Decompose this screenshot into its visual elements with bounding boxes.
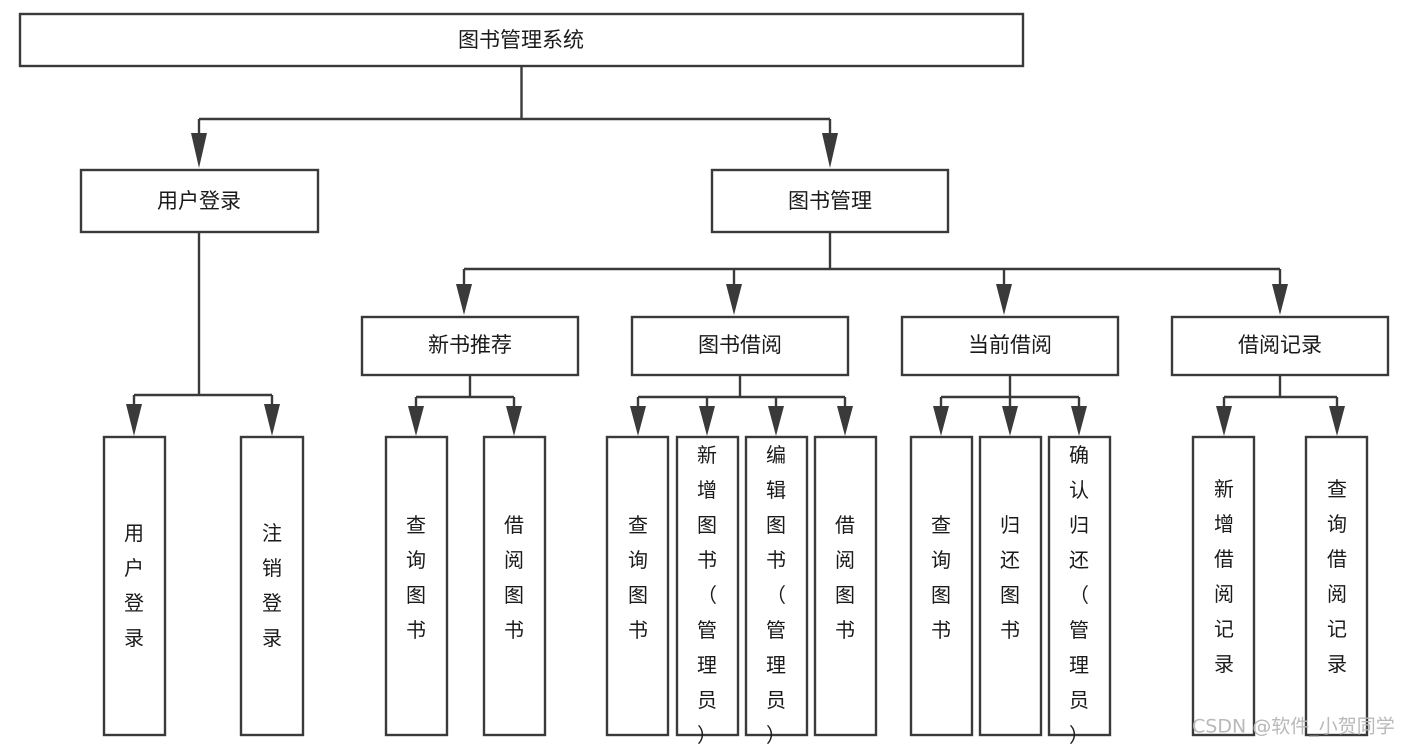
node-root-box[interactable] — [18, 12, 1025, 68]
node-book-manage[interactable]: 图书管理 — [710, 168, 950, 234]
arrowhead-leaf-confirm-return — [1071, 406, 1087, 436]
node-leaf-query-book-2-box[interactable] — [605, 435, 670, 737]
node-leaf-query-book-2-label: 查询图书 — [628, 513, 648, 642]
node-leaf-return-book-box[interactable] — [978, 435, 1043, 737]
node-user-login-box[interactable] — [79, 168, 320, 234]
arrowhead-leaf-query-book-2 — [630, 406, 646, 436]
arrowhead-book-borrow — [726, 284, 742, 315]
node-current-borrow-label: 当前借阅 — [968, 333, 1052, 357]
node-leaf-user-login[interactable]: 用户登录 — [102, 435, 167, 737]
node-leaf-query-book-1-box[interactable] — [384, 435, 449, 737]
connector-layer — [126, 66, 1345, 436]
node-leaf-query-book-1[interactable]: 查询图书 — [384, 435, 449, 737]
node-leaf-user-logout[interactable]: 注销登录 — [239, 435, 305, 737]
node-leaf-add-book-box[interactable] — [675, 435, 740, 737]
arrowhead-new-book-recommend — [456, 284, 472, 315]
node-book-manage-box[interactable] — [710, 168, 950, 234]
node-root[interactable]: 图书管理系统 — [18, 12, 1025, 68]
node-leaf-borrow-book-1[interactable]: 借阅图书 — [482, 435, 547, 737]
arrowhead-borrow-record — [1272, 284, 1288, 315]
arrowhead-leaf-user-login — [126, 404, 142, 436]
node-leaf-query-book-3[interactable]: 查询图书 — [909, 435, 974, 737]
node-leaf-add-record-box[interactable] — [1191, 435, 1256, 737]
node-leaf-borrow-book-1-label: 借阅图书 — [504, 513, 524, 642]
node-leaf-return-book[interactable]: 归还图书 — [978, 435, 1043, 737]
node-book-borrow-box[interactable] — [630, 315, 850, 377]
arrowhead-leaf-add-book — [699, 406, 715, 436]
node-leaf-query-record-box[interactable] — [1304, 435, 1369, 737]
node-user-login-label: 用户登录 — [157, 189, 241, 213]
node-leaf-query-book-2[interactable]: 查询图书 — [605, 435, 670, 737]
arrowhead-leaf-query-record — [1329, 406, 1345, 436]
node-new-book-recommend-box[interactable] — [360, 315, 580, 377]
node-leaf-add-book[interactable]: 新增图书（管理员） — [675, 435, 740, 747]
arrowhead-user-login — [191, 133, 207, 168]
node-leaf-edit-book-label: 编辑图书（管理员） — [766, 443, 786, 747]
node-new-book-recommend-label: 新书推荐 — [428, 333, 512, 357]
node-root-label: 图书管理系统 — [458, 28, 584, 52]
csdn-watermark: CSDN @软件_小贺同学 — [1192, 716, 1395, 738]
node-current-borrow[interactable]: 当前借阅 — [900, 315, 1120, 377]
node-leaf-edit-book-box[interactable] — [744, 435, 809, 737]
node-leaf-return-book-label: 归还图书 — [1000, 513, 1020, 642]
arrowhead-leaf-edit-book — [768, 406, 784, 436]
node-leaf-query-record[interactable]: 查询借阅记录 — [1304, 435, 1369, 737]
arrowhead-leaf-query-book-1 — [408, 406, 424, 436]
node-new-book-recommend[interactable]: 新书推荐 — [360, 315, 580, 377]
node-leaf-query-book-1-label: 查询图书 — [406, 513, 426, 642]
node-leaf-user-logout-label: 注销登录 — [262, 521, 282, 650]
node-book-manage-label: 图书管理 — [788, 189, 872, 213]
node-leaf-user-login-box[interactable] — [102, 435, 167, 737]
arrowhead-leaf-user-logout — [264, 404, 280, 436]
node-user-login[interactable]: 用户登录 — [79, 168, 320, 234]
node-leaf-user-logout-box[interactable] — [239, 435, 305, 737]
node-book-borrow-label: 图书借阅 — [698, 333, 782, 357]
node-leaf-add-record[interactable]: 新增借阅记录 — [1191, 435, 1256, 737]
node-leaf-query-book-3-label: 查询图书 — [931, 513, 951, 642]
node-leaf-user-login-label: 用户登录 — [124, 521, 144, 650]
node-borrow-record-box[interactable] — [1170, 315, 1390, 377]
node-leaf-confirm-return[interactable]: 确认归还（管理员） — [1047, 435, 1112, 747]
node-borrow-record[interactable]: 借阅记录 — [1170, 315, 1390, 377]
arrowhead-leaf-add-record — [1216, 406, 1232, 436]
arrowhead-leaf-return-book — [1002, 406, 1018, 436]
node-current-borrow-box[interactable] — [900, 315, 1120, 377]
node-book-borrow[interactable]: 图书借阅 — [630, 315, 850, 377]
node-leaf-query-record-label: 查询借阅记录 — [1327, 477, 1347, 676]
arrowhead-current-borrow — [996, 284, 1012, 315]
arrowhead-leaf-borrow-book-1 — [506, 406, 522, 436]
node-leaf-borrow-book-2-label: 借阅图书 — [835, 513, 855, 642]
node-leaf-add-book-label: 新增图书（管理员） — [697, 443, 717, 747]
node-leaf-borrow-book-2[interactable]: 借阅图书 — [813, 435, 878, 737]
node-leaf-borrow-book-1-box[interactable] — [482, 435, 547, 737]
node-borrow-record-label: 借阅记录 — [1238, 333, 1322, 357]
arrowhead-leaf-borrow-book-2 — [837, 406, 853, 436]
arrowhead-book-manage — [822, 133, 838, 168]
node-leaf-confirm-return-label: 确认归还（管理员） — [1069, 443, 1089, 747]
node-leaf-query-book-3-box[interactable] — [909, 435, 974, 737]
node-leaf-edit-book[interactable]: 编辑图书（管理员） — [744, 435, 809, 747]
node-leaf-borrow-book-2-box[interactable] — [813, 435, 878, 737]
node-leaf-confirm-return-box[interactable] — [1047, 435, 1112, 737]
node-leaf-add-record-label: 新增借阅记录 — [1214, 477, 1234, 676]
arrowhead-leaf-query-book-3 — [933, 406, 949, 436]
